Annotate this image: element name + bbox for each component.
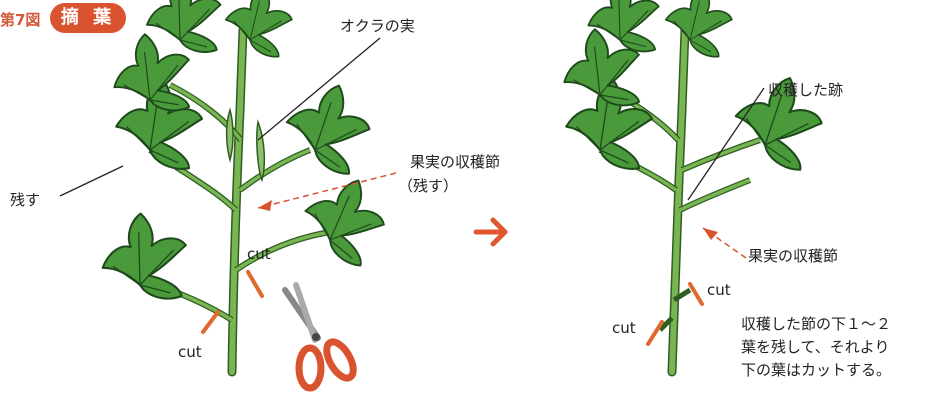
label-cut-lower-right: cut [612,318,636,338]
label-harvest-mark: 収穫した跡 [768,80,843,100]
label-cut-upper-right: cut [707,280,731,300]
label-cut-upper-left: cut [247,244,271,264]
figure-number: 第7図 [0,9,40,30]
transition-arrow [476,220,505,244]
label-harvest-node-right: 果実の収穫節 [748,246,838,266]
label-keep-paren: （残す） [398,176,458,196]
left-plant [60,0,396,388]
label-cut-lower-left: cut [178,342,202,362]
scissors-icon [285,285,359,388]
figure-title: 摘 葉 [50,3,126,33]
label-okra-fruit: オクラの実 [340,16,415,36]
label-harvest-node: 果実の収穫節 [410,152,500,172]
instruction-note: 収穫した節の下１～２ 葉を残して、それより 下の葉はカットする。 [741,313,891,382]
label-keep: 残す [10,190,40,210]
